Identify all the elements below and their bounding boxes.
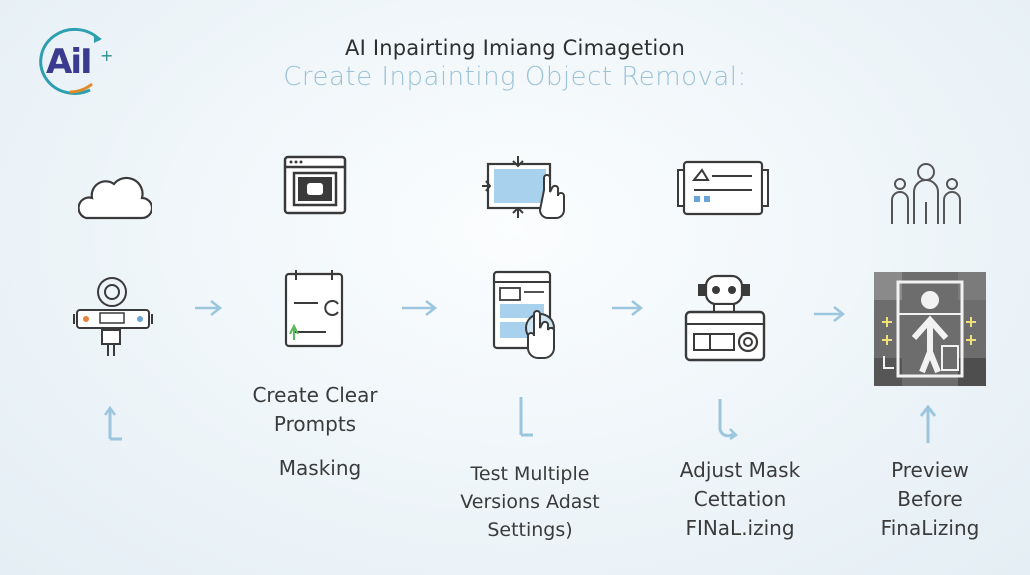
step-2-label: Create Clear Prompts xyxy=(252,383,378,436)
step-3-label: Test Multiple Versions Adast Settings) xyxy=(460,463,600,541)
preview-image-icon xyxy=(874,272,986,390)
bracket-down-icon xyxy=(513,395,535,443)
resize-select-icon xyxy=(480,152,570,226)
id-card-icon xyxy=(676,160,770,220)
hook-down-icon xyxy=(712,397,742,445)
page-subtitle: Create Inpainting Object Removal: xyxy=(283,62,747,92)
arrow-up-icon xyxy=(918,404,938,449)
robot-node-icon xyxy=(72,272,154,362)
flow-arrow-1 xyxy=(193,298,223,322)
logo-plus: + xyxy=(100,46,114,65)
browser-click-icon xyxy=(490,270,570,370)
flow-arrow-4 xyxy=(812,304,846,328)
cloud-icon xyxy=(77,174,154,224)
bracket-up-icon xyxy=(103,405,126,446)
step-4-label: Adjust Mask Cettation FINaL.izing xyxy=(679,458,801,540)
people-group-icon xyxy=(888,162,964,230)
app-logo: AiI + xyxy=(30,20,116,100)
page-title: AI Inpairting Imiang Cimagetion xyxy=(345,36,685,60)
robot-console-icon xyxy=(682,272,768,368)
flow-arrow-2 xyxy=(400,298,438,322)
browser-window-icon xyxy=(283,155,347,219)
flow-arrow-3 xyxy=(610,298,644,322)
step-2-sublabel: Masking xyxy=(278,456,362,480)
logo-wordmark: AiI xyxy=(46,42,93,82)
step-5-label: Preview Before FinaLizing xyxy=(880,458,980,540)
note-pad-icon xyxy=(280,270,350,354)
